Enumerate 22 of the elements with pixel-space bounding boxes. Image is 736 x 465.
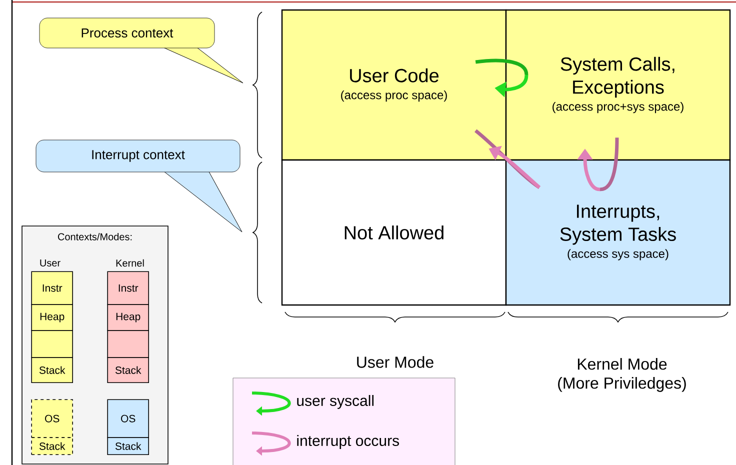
legend-text: user syscall: [297, 395, 374, 409]
callout: Interrupt context: [36, 140, 242, 232]
memory-segment: [31, 330, 73, 358]
mode-cell: User Code (access proc space): [281, 9, 507, 161]
mode-label: User Mode: [357, 356, 434, 368]
mode-cell: Not Allowed: [281, 159, 507, 306]
memory-segment: Instr: [31, 271, 73, 305]
mode-cell: Interrupts, System Tasks (access sys space): [505, 159, 731, 306]
memory-segment: Stack: [31, 437, 73, 455]
legend-text: interrupt occurs: [297, 435, 399, 449]
memory-segment: Heap: [107, 304, 150, 331]
memory-segment: Heap: [31, 304, 73, 331]
memory-segment: [107, 330, 150, 358]
mode-cell: System Calls, Exceptions (access proc+sys space): [505, 9, 731, 161]
memory-segment: Stack: [107, 357, 150, 383]
column-heading: Kernel: [116, 259, 144, 267]
memory-segment: Stack: [31, 357, 73, 383]
memory-segment: Stack: [107, 437, 150, 455]
callout: Process context: [39, 18, 244, 84]
column-heading: User: [40, 260, 60, 266]
mode-label: Kernel Mode (More Priviledges): [558, 358, 686, 392]
memory-segment: Instr: [107, 271, 150, 305]
